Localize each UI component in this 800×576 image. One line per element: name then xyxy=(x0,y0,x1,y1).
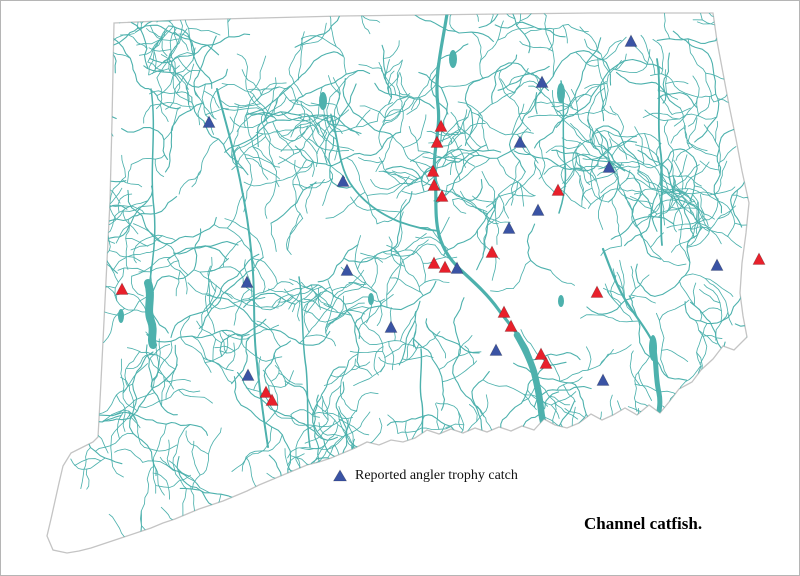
red-trophy-marker xyxy=(426,164,440,177)
red-trophy-marker xyxy=(497,305,511,318)
blue-trophy-marker xyxy=(710,258,724,271)
blue-trophy-marker xyxy=(241,368,255,381)
blue-trophy-marker xyxy=(336,174,350,187)
blue-trophy-marker xyxy=(384,320,398,333)
red-trophy-marker xyxy=(485,245,499,258)
blue-trophy-marker xyxy=(596,373,610,386)
blue-trophy-marker xyxy=(202,115,216,128)
red-trophy-marker xyxy=(427,178,441,191)
blue-trophy-marker xyxy=(531,203,545,216)
blue-trophy-marker xyxy=(502,221,516,234)
blue-trophy-marker xyxy=(240,275,254,288)
red-trophy-marker xyxy=(438,260,452,273)
legend: Reported angler trophy catch xyxy=(333,467,518,483)
red-trophy-marker xyxy=(434,119,448,132)
red-trophy-marker xyxy=(752,252,766,265)
red-trophy-marker xyxy=(435,189,449,202)
red-trophy-marker xyxy=(265,393,279,406)
red-trophy-marker xyxy=(115,282,129,295)
trophy-markers xyxy=(115,34,766,406)
red-trophy-marker xyxy=(504,319,518,332)
blue-trophy-marker xyxy=(450,261,464,274)
blue-trophy-marker xyxy=(513,135,527,148)
blue-trophy-marker xyxy=(489,343,503,356)
blue-trophy-marker xyxy=(340,263,354,276)
red-trophy-marker xyxy=(590,285,604,298)
legend-triangle-icon xyxy=(333,468,347,481)
red-trophy-marker xyxy=(430,135,444,148)
red-trophy-marker xyxy=(534,347,548,360)
red-trophy-marker xyxy=(427,256,441,269)
red-trophy-marker xyxy=(539,356,553,369)
red-trophy-marker xyxy=(259,385,273,398)
red-trophy-marker xyxy=(551,183,565,196)
blue-trophy-marker xyxy=(602,160,616,173)
legend-label: Reported angler trophy catch xyxy=(355,468,518,483)
blue-trophy-marker xyxy=(535,75,549,88)
map-title: Channel catfish. xyxy=(584,514,703,533)
blue-trophy-marker xyxy=(624,34,638,47)
